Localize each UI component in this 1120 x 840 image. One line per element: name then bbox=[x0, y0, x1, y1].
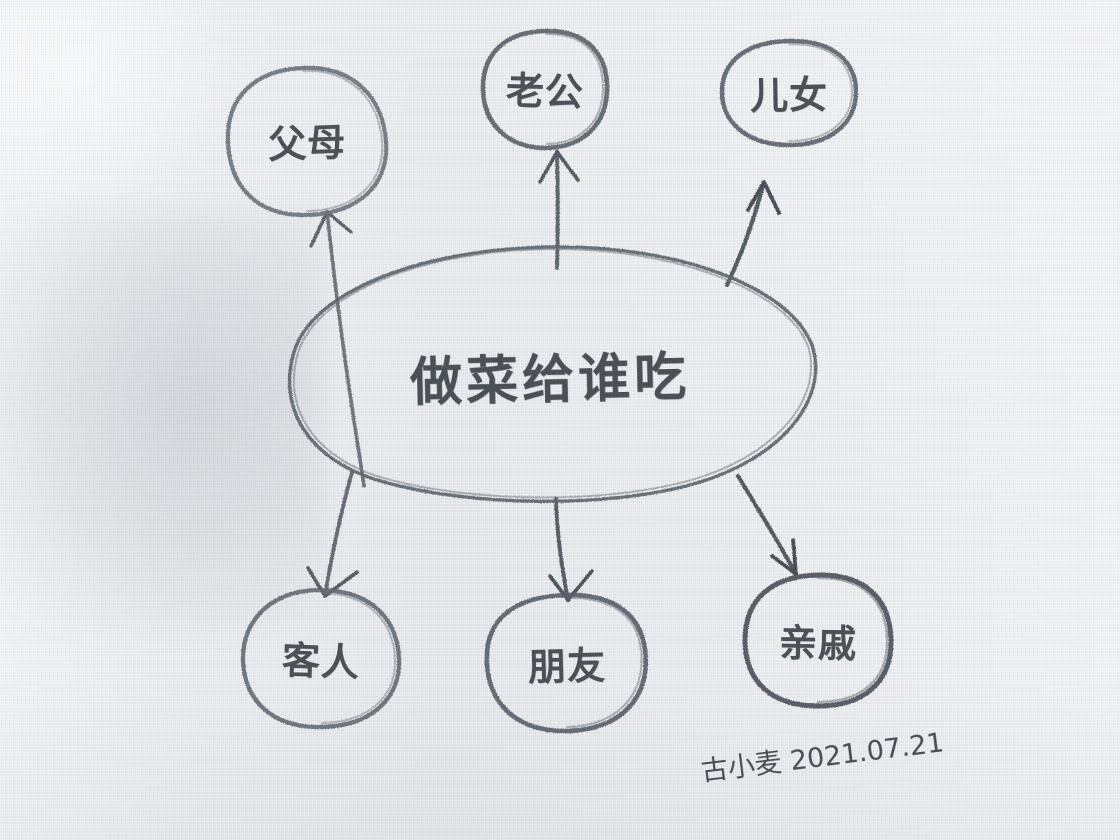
handdrawn-mindmap-page: 父母 老公 儿女 客人 朋友 亲戚 做菜给谁吃 古小麦 2021.07.21 bbox=[0, 0, 1120, 840]
paper-background bbox=[0, 0, 1120, 840]
